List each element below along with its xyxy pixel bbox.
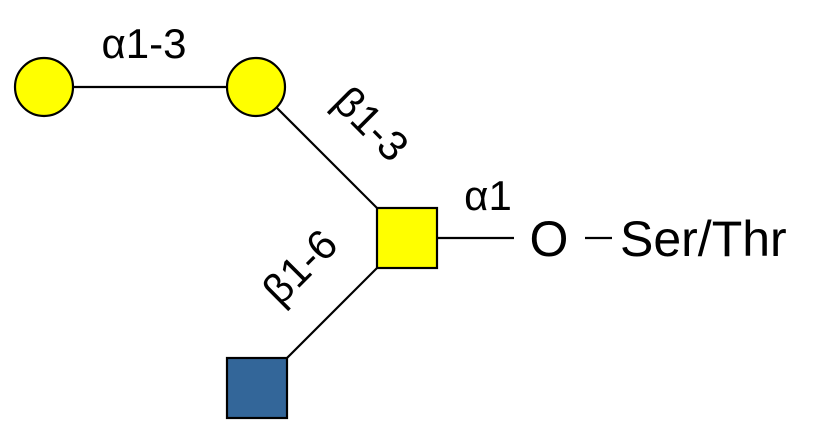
oxygen-label: O [530,211,569,267]
linkage-label-alpha-1-3: α1-3 [102,20,187,67]
terminal-galactose-circle [13,56,75,118]
branch-glcnac-square [225,356,289,420]
linkage-label-beta-1-3: β1-3 [325,77,418,170]
linkage-label-beta-1-6: β1-6 [253,220,346,313]
ser-thr-label: Ser/Thr [620,211,787,267]
linkage-label-alpha-1: α1 [464,172,512,219]
galactose-circle [225,56,287,118]
core-galnac-square [375,206,439,270]
